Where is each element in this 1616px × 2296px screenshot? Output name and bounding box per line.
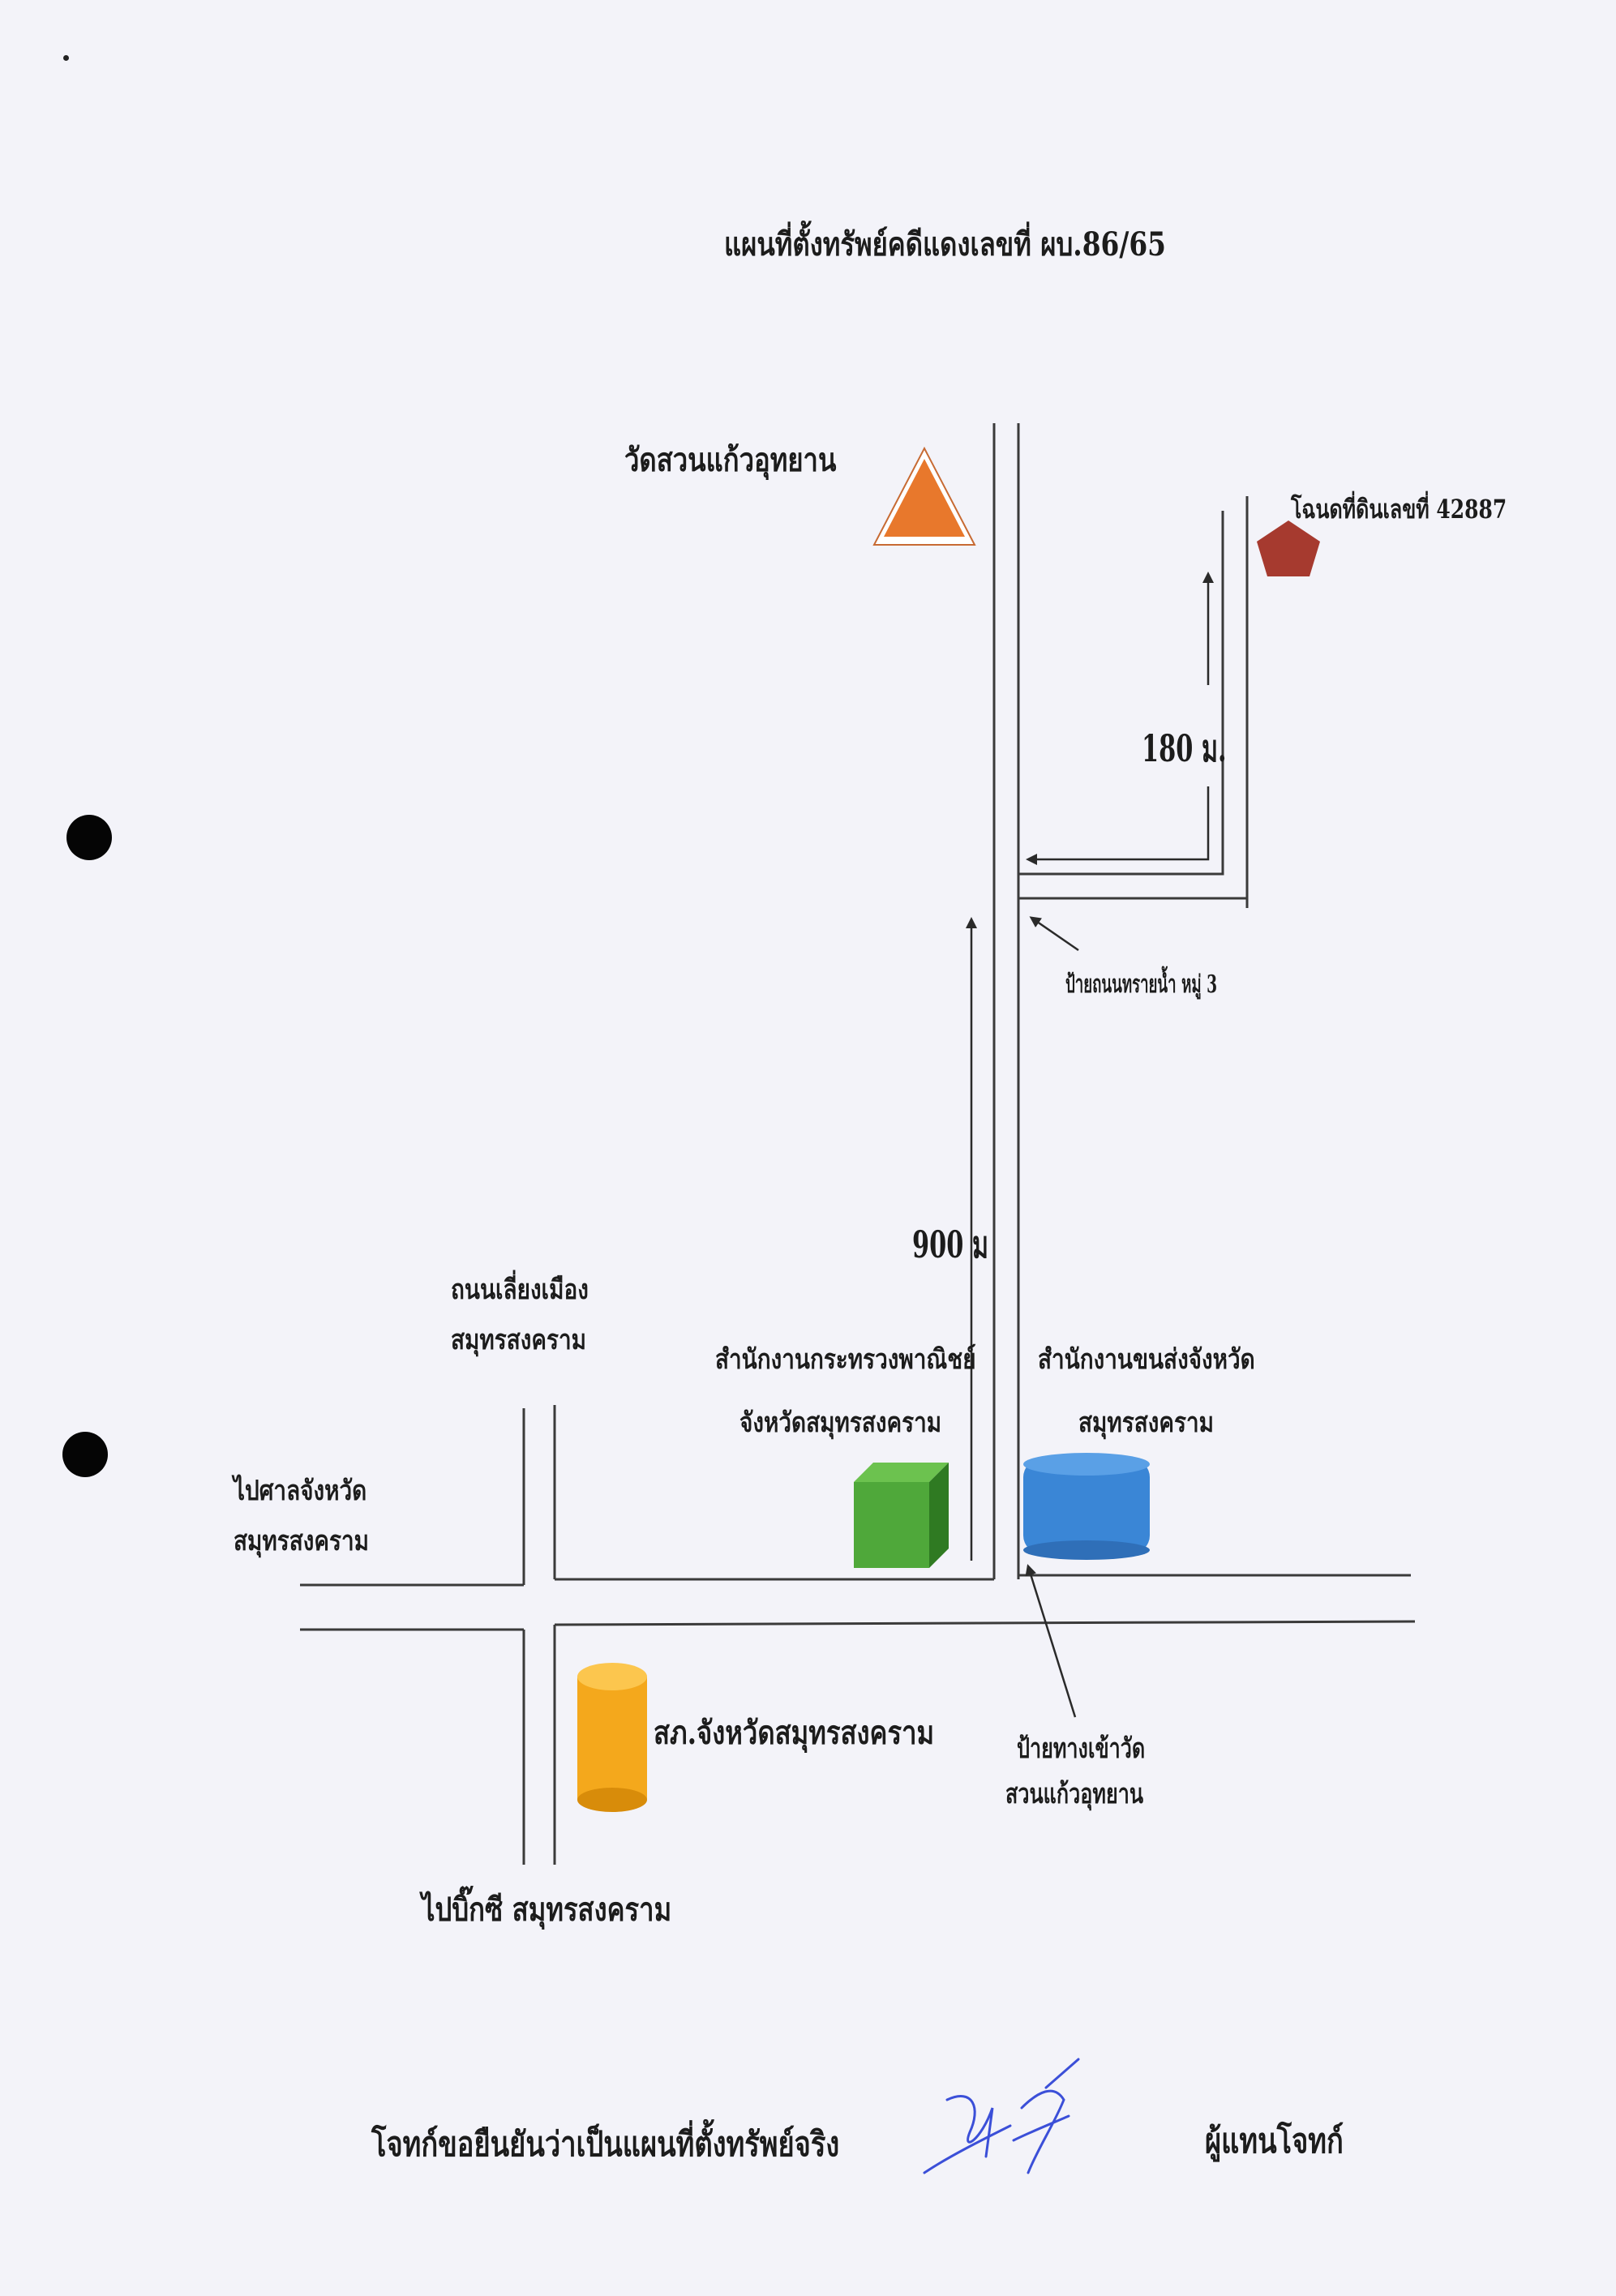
- temple-entrance-pointer: [1025, 1564, 1077, 1718]
- scan-speck: [63, 55, 69, 61]
- distance-180m-label: 180 ม.: [1142, 726, 1227, 770]
- arrow-180m-turn: [1026, 786, 1210, 865]
- bypass-road-label-line1: ถนนเลี่ยงเมือง: [451, 1274, 589, 1306]
- to-court-label-line2: สมุทรสงคราม: [234, 1525, 370, 1557]
- cube-marker-icon: [854, 1463, 949, 1568]
- map-title: แผนที่ตั้งทรัพย์คดีแดงเลขที่ ผบ.86/65: [724, 225, 1167, 263]
- punch-hole-lower: [62, 1432, 108, 1477]
- village-sign-label: ป้ายถนนทรายน้ำ หมู่ 3: [1065, 970, 1218, 999]
- main-road-south-edge-east: [554, 1620, 1416, 1626]
- police-station-label: สภ.จังหวัดสมุทรสงคราม: [654, 1714, 935, 1752]
- route-arrows: [966, 572, 1214, 1718]
- triangle-marker-icon: [872, 446, 976, 546]
- to-bigc-label: ไปบิ๊กซี สมุทรสงคราม: [422, 1891, 672, 1929]
- land-title-label: โฉนดที่ดินเลขที่ 42887: [1291, 494, 1507, 525]
- temple-entrance-label-line2: สวนแก้วอุทยาน: [1005, 1778, 1144, 1810]
- temple-label: วัดสวนแก้วอุทยาน: [624, 441, 837, 479]
- cylinder-marker-icon: [1023, 1453, 1150, 1560]
- temple-entrance-label-line1: ป้ายทางเข้าวัด: [1017, 1733, 1146, 1765]
- certification-statement: โจทก์ขอยืนยันว่าเป็นแผนที่ตั้งทรัพย์จริง: [371, 2124, 840, 2164]
- signer-role-label: ผู้แทนโจทก์: [1205, 2121, 1344, 2161]
- village-sign-pointer: [1029, 916, 1079, 952]
- cylinder-marker-icon: [577, 1663, 647, 1812]
- commerce-office-label-line2: จังหวัดสมุทรสงคราม: [739, 1407, 942, 1439]
- side-road-outer-edge: [1018, 897, 1249, 908]
- distance-900m-label: 900 ม: [912, 1223, 988, 1266]
- transport-office-label-line2: สมุทรสงคราม: [1078, 1407, 1215, 1439]
- road-lines: [300, 423, 1416, 1865]
- to-court-label-line1: ไปศาลจังหวัด: [234, 1475, 367, 1507]
- commerce-office-label-line1: สำนักงานกระทรวงพาณิชย์: [715, 1343, 976, 1376]
- signature-mark: [923, 2058, 1080, 2174]
- bypass-road-label-line2: สมุทรสงคราม: [451, 1324, 587, 1356]
- punch-hole-upper: [66, 815, 112, 860]
- pentagon-marker-icon: [1257, 520, 1320, 576]
- transport-office-label-line1: สำนักงานขนส่งจังหวัด: [1038, 1343, 1255, 1376]
- side-road-inner-edge: [1018, 511, 1224, 876]
